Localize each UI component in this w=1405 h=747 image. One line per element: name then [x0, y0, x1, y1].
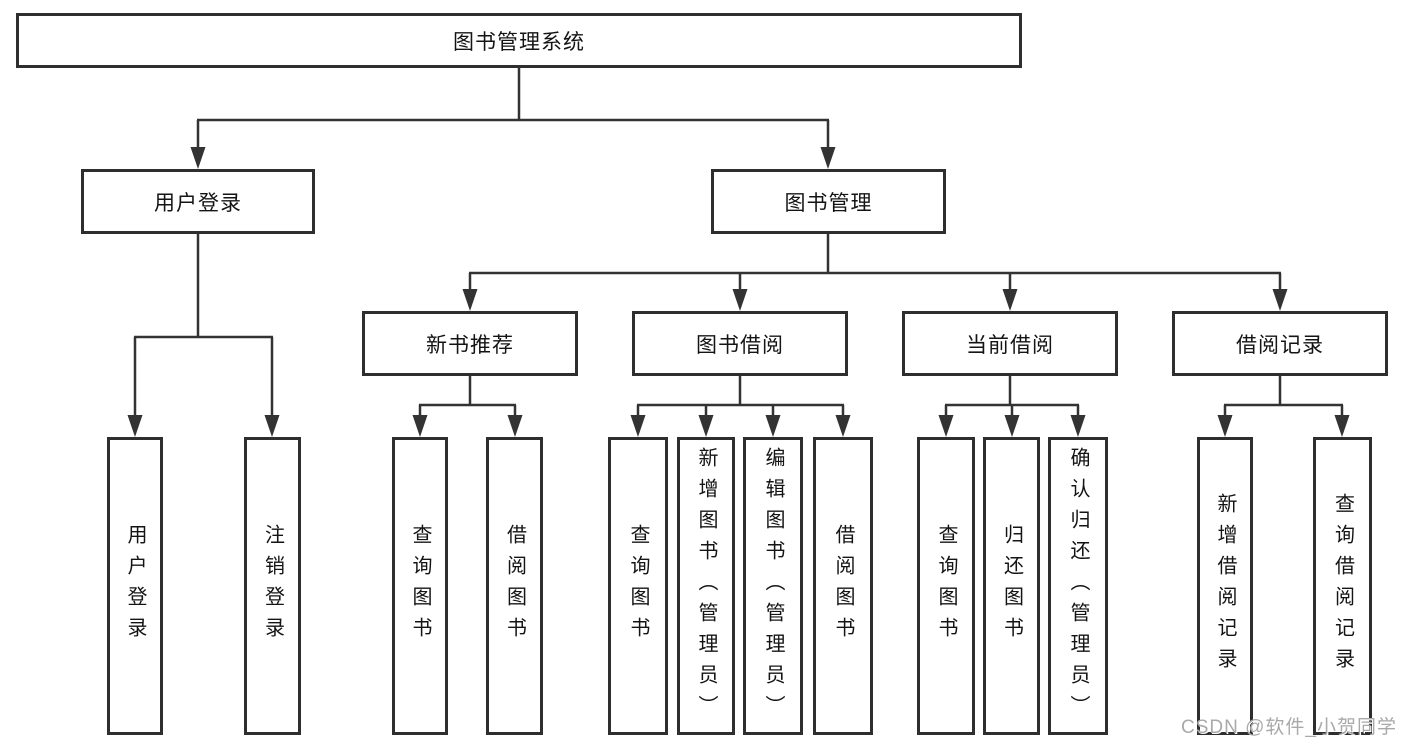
node-book-management: 图书管理 — [711, 169, 946, 234]
node-label: 用户登录 — [154, 191, 242, 215]
node-current-borrowing: 当前借阅 — [902, 311, 1118, 376]
node-label: 图书管理系统 — [453, 30, 585, 54]
leaf-add-borrow-record: 新增借阅记录 — [1197, 437, 1253, 735]
leaf-borrow-books-recommend: 借阅图书 — [486, 437, 543, 735]
leaf-add-books-admin: 新增图书（管理员） — [677, 437, 735, 735]
leaf-label: 查询图书 — [627, 524, 649, 648]
leaf-label: 查询借阅记录 — [1331, 493, 1354, 679]
leaf-label: 确认归还（管理员） — [1067, 446, 1089, 726]
arrowheads — [127, 147, 1350, 437]
node-label: 图书管理 — [784, 191, 873, 215]
node-label: 当前借阅 — [966, 333, 1054, 357]
leaf-label: 查询图书 — [409, 524, 431, 648]
leaf-label: 用户登录 — [124, 524, 146, 648]
node-label: 借阅记录 — [1236, 333, 1324, 357]
leaf-user-login: 用户登录 — [107, 437, 163, 735]
node-user-login-branch: 用户登录 — [81, 169, 315, 234]
node-borrowing-records: 借阅记录 — [1172, 311, 1388, 376]
watermark: CSDN @软件_小贺同学 — [1181, 717, 1397, 738]
leaf-label: 编辑图书（管理员） — [762, 446, 784, 726]
leaf-borrow-books-borrowing: 借阅图书 — [813, 437, 873, 735]
node-label: 新书推荐 — [426, 333, 514, 357]
leaf-query-borrow-record: 查询借阅记录 — [1313, 437, 1372, 735]
leaf-edit-books-admin: 编辑图书（管理员） — [743, 437, 803, 735]
leaf-return-books: 归还图书 — [983, 437, 1040, 735]
leaf-label: 注销登录 — [261, 524, 284, 648]
leaf-confirm-return-admin: 确认归还（管理员） — [1048, 437, 1108, 735]
node-library-management-system: 图书管理系统 — [16, 13, 1022, 68]
leaf-query-books-borrowing: 查询图书 — [608, 437, 668, 735]
leaf-label: 借阅图书 — [503, 524, 526, 648]
node-book-borrowing: 图书借阅 — [632, 311, 848, 376]
node-label: 图书借阅 — [696, 333, 784, 357]
leaf-label: 查询图书 — [935, 524, 957, 648]
leaf-query-books-recommend: 查询图书 — [392, 437, 448, 735]
leaf-label: 新增借阅记录 — [1214, 493, 1236, 679]
leaf-query-books-current: 查询图书 — [917, 437, 975, 735]
leaf-label: 借阅图书 — [832, 524, 854, 648]
leaf-logout: 注销登录 — [244, 437, 301, 735]
leaf-label: 新增图书（管理员） — [695, 446, 717, 726]
node-new-book-recommend: 新书推荐 — [362, 311, 578, 376]
leaf-label: 归还图书 — [1000, 524, 1023, 648]
